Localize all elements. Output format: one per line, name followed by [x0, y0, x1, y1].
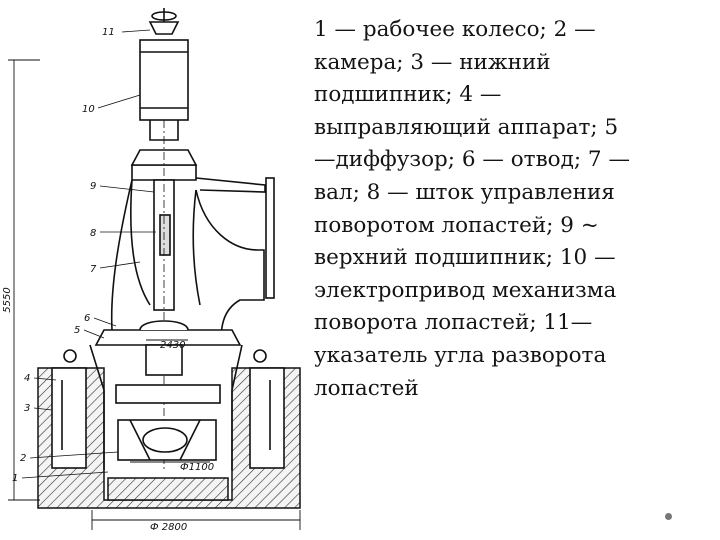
callout-leaders [21, 29, 156, 479]
pump-cross-section-drawing: 11 10 9 8 7 6 5 4 3 2 1 5550 2430 Ф1100 … [2, 8, 301, 533]
callout-2: 2 [20, 453, 26, 464]
bullet-dot [665, 513, 672, 520]
callout-6: 6 [84, 313, 90, 324]
callout-9: 9 [90, 181, 96, 192]
callout-8: 8 [90, 228, 96, 239]
callout-5: 5 [74, 325, 80, 336]
callout-4: 4 [24, 373, 30, 384]
impeller-diameter-label: Ф1100 [180, 462, 214, 473]
callout-11: 11 [102, 27, 115, 38]
base-diameter-label: Ф 2800 [150, 522, 187, 533]
dimension-lines [8, 59, 301, 530]
callout-7: 7 [90, 264, 97, 275]
pump-body [51, 8, 285, 470]
height-dimension-label: 5550 [2, 287, 13, 312]
callout-3: 3 [24, 403, 30, 414]
inner-dimension-label: 2430 [160, 340, 185, 351]
callout-1: 1 [12, 473, 18, 484]
callout-10: 10 [82, 104, 95, 115]
legend-caption: 1 — рабочее колесо; 2 — камера; 3 — нижн… [314, 17, 630, 401]
